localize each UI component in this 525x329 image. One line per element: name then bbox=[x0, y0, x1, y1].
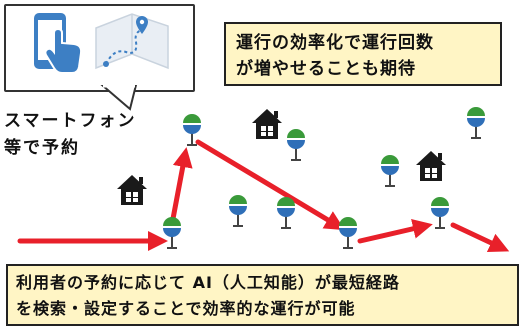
route-arrow-4 bbox=[357, 218, 433, 244]
route-arrow-5 bbox=[450, 222, 510, 252]
efficiency-callout: 運行の効率化で運行回数 が増やせることも期待 bbox=[224, 22, 502, 86]
route-arrow-2 bbox=[169, 147, 193, 227]
bus-stop-icon bbox=[380, 154, 400, 187]
bus-stop-icon bbox=[276, 196, 296, 229]
route-arrows bbox=[17, 139, 510, 252]
route-arrow-3 bbox=[195, 139, 345, 231]
reservation-label-line2: 等で予約 bbox=[4, 138, 80, 158]
bus-stop-icon bbox=[286, 128, 306, 161]
bubble-tail bbox=[100, 85, 138, 111]
reservation-label-line1: スマートフォン bbox=[4, 111, 137, 131]
ai-routing-callout-line2: を検索・設定することで効率的な運行が可能 bbox=[16, 299, 356, 318]
bus-stop-icon bbox=[466, 106, 486, 139]
efficiency-callout-line1: 運行の効率化で運行回数 bbox=[236, 33, 434, 53]
reservation-label: スマートフォン 等で予約 bbox=[4, 108, 137, 162]
efficiency-callout-line2: が増やせることも期待 bbox=[236, 59, 416, 79]
bus-stop-icon bbox=[228, 194, 248, 227]
house-icon bbox=[252, 109, 282, 139]
ai-routing-callout: 利用者の予約に応じて AI（人工知能）が最短経路 を検索・設定することで効率的な… bbox=[6, 264, 519, 326]
house-icon bbox=[117, 175, 147, 205]
bus-stop-icon bbox=[162, 216, 182, 249]
bus-stop-icon bbox=[430, 196, 450, 229]
house-icon bbox=[416, 151, 446, 181]
ai-routing-callout-line1: 利用者の予約に応じて AI（人工知能）が最短経路 bbox=[16, 273, 400, 292]
phone-tap-icon bbox=[34, 13, 83, 74]
bus-stop-icon bbox=[338, 216, 358, 249]
map-route-icon bbox=[95, 13, 169, 70]
